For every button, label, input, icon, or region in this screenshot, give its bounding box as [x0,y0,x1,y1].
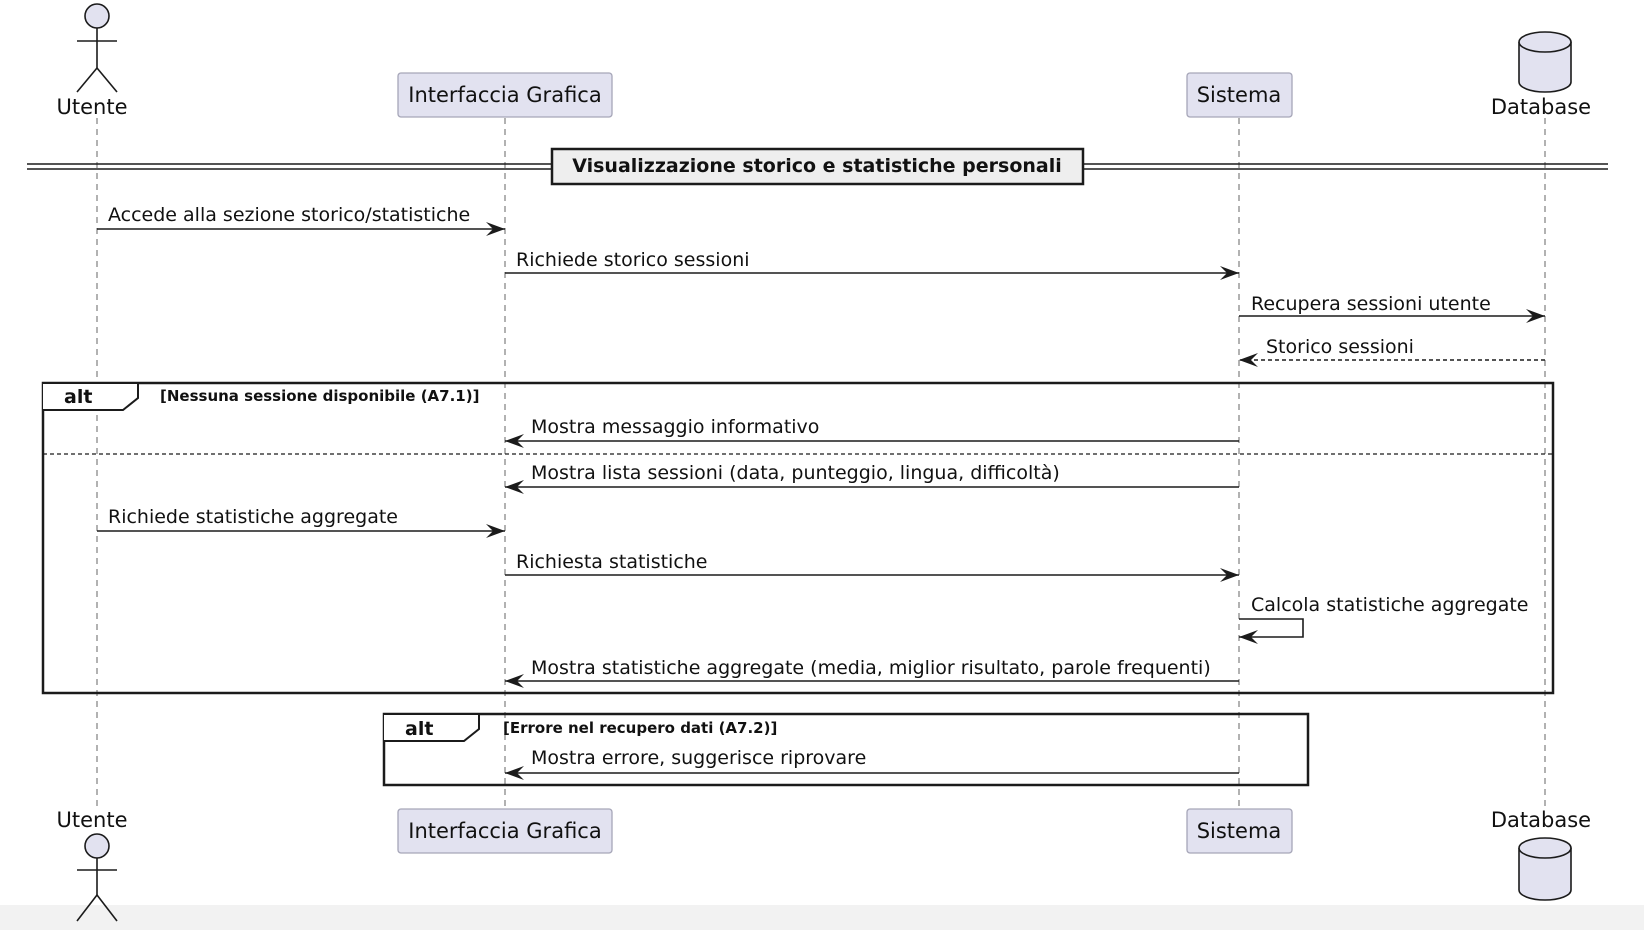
messages: Accede alla sezione storico/statistiche … [97,204,1545,780]
frame-keyword: alt [405,718,433,740]
message-label: Calcola statistiche aggregate [1251,594,1528,616]
participant-box [397,808,613,854]
message-label: Accede alla sezione storico/statistiche [108,204,470,226]
actor-label: Utente [57,95,128,119]
actor-utente-bottom: Utente [57,808,128,922]
participant-box [397,72,613,118]
message-label: Mostra lista sessioni (data, punteggio, … [531,462,1060,484]
message-label: Mostra errore, suggerisce riprovare [531,747,866,769]
message-label: Mostra statistiche aggregate (media, mig… [531,657,1211,679]
divider-box [550,147,1085,186]
actor-label: Utente [57,808,128,832]
frame-tab [43,382,139,411]
participant-label: Sistema [1197,819,1282,843]
message-label: Richiesta statistiche [516,551,708,573]
frame-border [382,712,1310,787]
actor-utente-top: Utente [57,3,128,119]
frame-border [41,381,1555,695]
message-10: Mostra statistiche aggregate (media, mig… [505,657,1239,688]
message-label: Storico sessioni [1266,336,1414,358]
bottom-band [0,905,1644,930]
message-9-self: Calcola statistiche aggregate [1239,594,1528,644]
participant-label: Interfaccia Grafica [408,819,601,843]
participant-box [1186,808,1293,854]
message-label: Richiede storico sessioni [516,249,750,271]
alt-frame-1: alt [Nessuna sessione disponibile (A7.1)… [41,381,1555,695]
divider: Visualizzazione storico e statistiche pe… [27,147,1608,186]
frame-guard: [Errore nel recupero dati (A7.2)] [503,719,777,737]
message-label: Recupera sessioni utente [1251,293,1491,315]
message-7: Richiede statistiche aggregate [97,506,505,538]
participant-interfaccia-grafica-top: Interfaccia Grafica [397,72,613,118]
message-1: Accede alla sezione storico/statistiche [97,204,505,236]
database-bottom: Database [1491,808,1591,901]
participant-label: Sistema [1197,83,1282,107]
actor-label: Database [1491,95,1591,119]
actor-icon [76,3,118,93]
frame-keyword: alt [64,386,92,408]
message-6: Mostra lista sessioni (data, punteggio, … [505,462,1239,494]
message-label: Richiede statistiche aggregate [108,506,398,528]
message-2: Richiede storico sessioni [505,249,1239,280]
message-label: Mostra messaggio informativo [531,416,819,438]
message-arrow [1239,618,1304,644]
message-3: Recupera sessioni utente [1239,293,1545,323]
participant-sistema-bottom: Sistema [1186,808,1293,854]
database-icon [1518,31,1572,93]
participant-label: Interfaccia Grafica [408,83,601,107]
message-4: Storico sessioni [1239,336,1545,367]
divider-title: Visualizzazione storico e statistiche pe… [572,155,1062,177]
frame-tab [384,713,480,742]
actor-label: Database [1491,808,1591,832]
alt-frame-2: alt [Errore nel recupero dati (A7.2)] [382,712,1310,787]
participant-box [1186,72,1293,118]
participant-sistema-top: Sistema [1186,72,1293,118]
database-icon [1518,837,1572,901]
message-11: Mostra errore, suggerisce riprovare [505,747,1239,780]
actor-icon [76,833,118,922]
message-8: Richiesta statistiche [505,551,1239,582]
frame-guard: [Nessuna sessione disponibile (A7.1)] [160,387,479,405]
message-5: Mostra messaggio informativo [505,416,1239,448]
participant-interfaccia-grafica-bottom: Interfaccia Grafica [397,808,613,854]
database-top: Database [1491,31,1591,119]
